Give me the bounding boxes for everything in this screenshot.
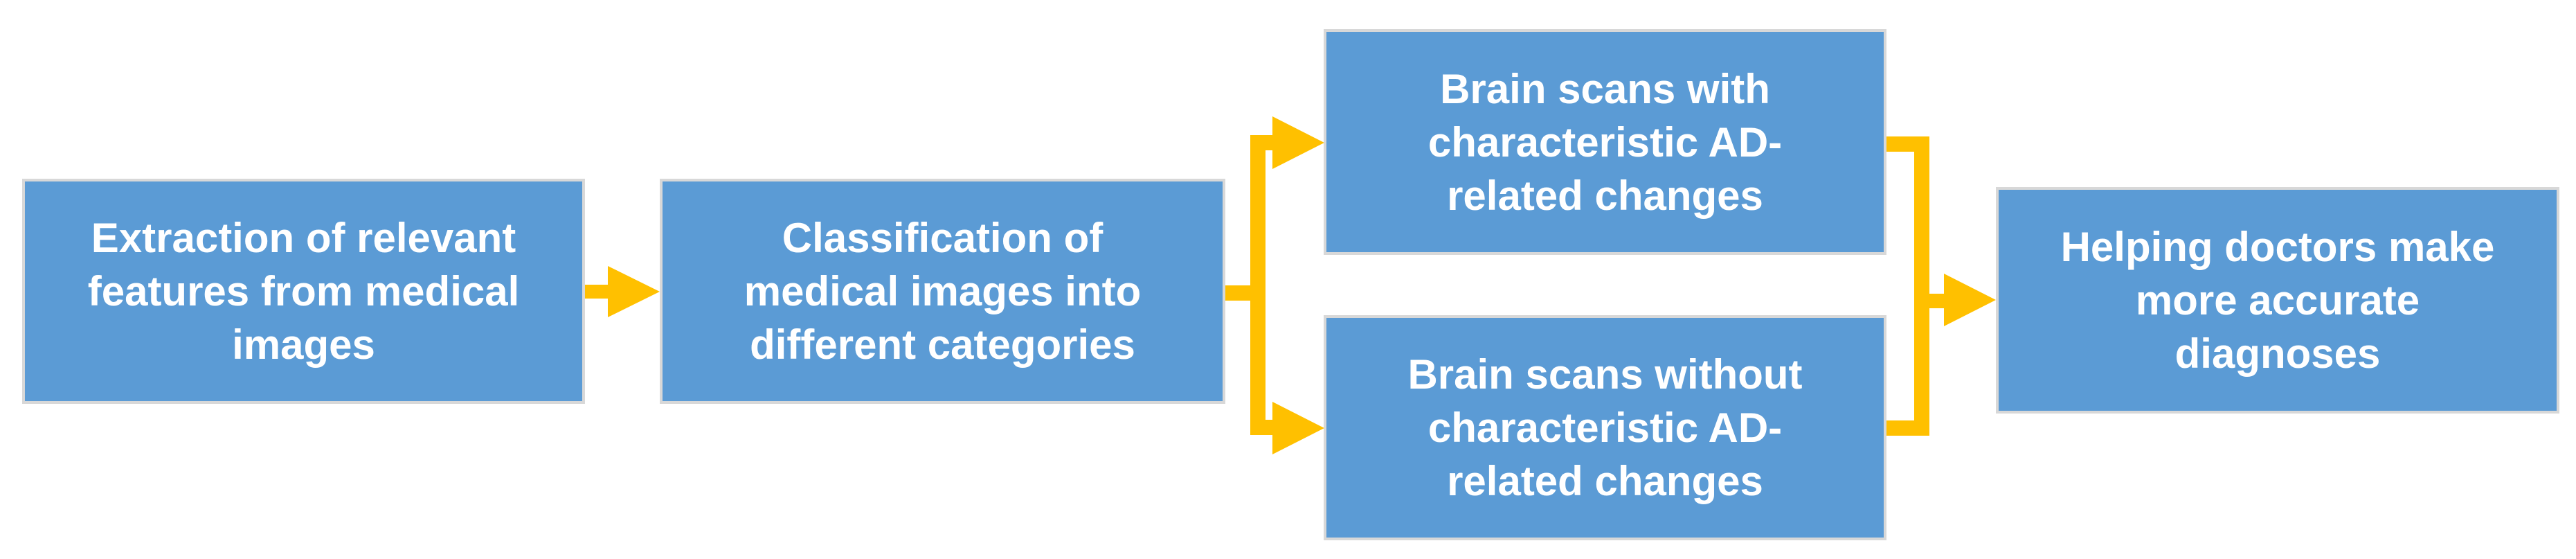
arrowhead-to-with-ad-icon xyxy=(1272,116,1324,169)
node-brain-scans-with-ad-label: Brain scans with characteristic AD-relat… xyxy=(1427,65,1783,219)
connector-merge-vertical xyxy=(1914,136,1929,436)
arrowhead-to-classify-icon xyxy=(608,266,660,317)
node-classification: Classification of medical images into di… xyxy=(660,179,1225,404)
node-extraction: Extraction of relevant features from med… xyxy=(22,179,585,404)
connector-merge-stem xyxy=(1914,294,1947,308)
node-classification-label: Classification of medical images into di… xyxy=(744,215,1142,368)
arrowhead-to-without-ad-icon xyxy=(1272,402,1324,454)
connector-split-vertical xyxy=(1250,135,1266,435)
node-brain-scans-without-ad: Brain scans without characteristic AD-re… xyxy=(1324,315,1886,540)
node-helping-doctors-label: Helping doctors make more accurate diagn… xyxy=(2060,224,2495,377)
connector-without-ad-out xyxy=(1886,420,1929,436)
arrowhead-to-help-icon xyxy=(1944,274,1996,326)
node-brain-scans-without-ad-label: Brain scans without characteristic AD-re… xyxy=(1407,351,1803,504)
node-brain-scans-with-ad: Brain scans with characteristic AD-relat… xyxy=(1324,29,1886,255)
node-helping-doctors: Helping doctors make more accurate diagn… xyxy=(1996,187,2559,414)
node-extraction-label: Extraction of relevant features from med… xyxy=(87,215,520,368)
